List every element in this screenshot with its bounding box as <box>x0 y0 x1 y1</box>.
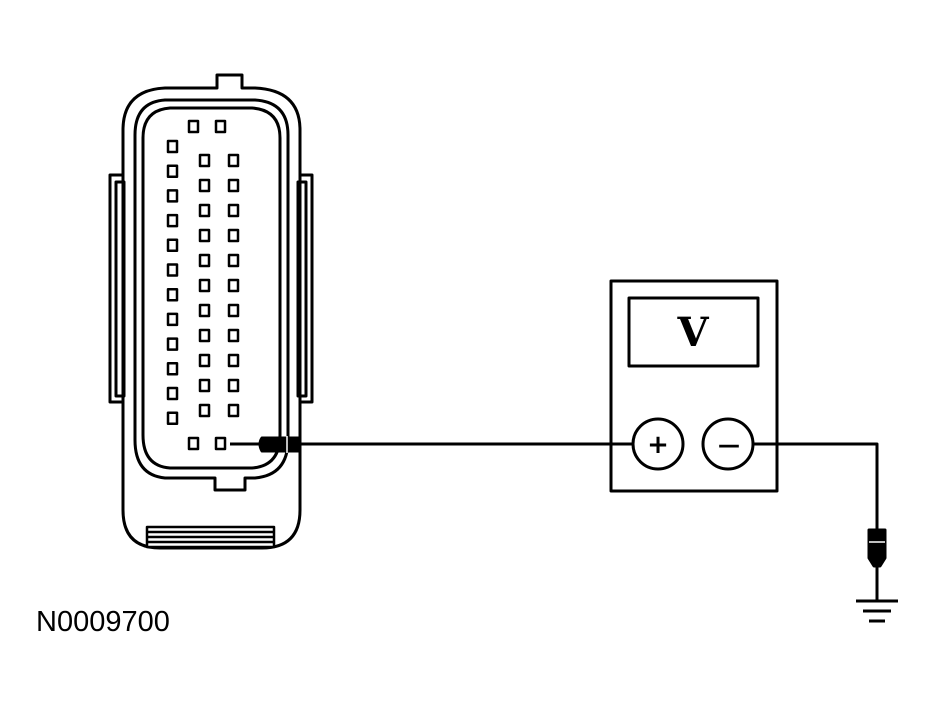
pin-cavity <box>227 378 240 393</box>
meter-body <box>609 279 779 493</box>
ground-probe-icon <box>867 528 887 601</box>
pin-cavity <box>166 411 179 425</box>
pin-cavity <box>227 178 240 193</box>
pin-cavity <box>198 328 211 343</box>
pin-cavity <box>227 203 240 218</box>
pin-cavity <box>198 303 211 318</box>
pin-cavity <box>166 238 179 253</box>
pin-cavity <box>166 263 179 277</box>
connector-right-latch <box>300 173 314 404</box>
figure-id-label: N0009700 <box>36 606 170 638</box>
connector-pin-face <box>141 106 282 470</box>
pin-cavity <box>227 253 240 268</box>
pin-cavity <box>214 436 227 451</box>
pin-cavity <box>198 153 211 168</box>
connector-grip-ribs <box>145 525 276 549</box>
pin-cavity <box>166 164 179 178</box>
voltmeter-icon: V + — <box>609 279 779 493</box>
negative-terminal-label: — <box>718 433 740 458</box>
pin-cavity <box>198 353 211 368</box>
pin-cavity <box>166 337 179 351</box>
pin-cavity <box>198 228 211 243</box>
pin-cavity <box>187 119 200 134</box>
pin-cavity <box>166 312 179 327</box>
pin-cavity <box>166 362 179 376</box>
positive-terminal-label: + <box>647 430 669 460</box>
meter-display <box>627 296 760 368</box>
pin-cavity <box>198 403 211 418</box>
pin-cavity <box>198 203 211 218</box>
connector-left-latch <box>108 173 123 404</box>
pin-cavity <box>227 228 240 243</box>
pin-cavity <box>214 119 227 134</box>
pin-cavity <box>227 328 240 343</box>
connector-inner-wall <box>133 98 290 492</box>
pin-cavity <box>227 278 240 293</box>
electrical-connector-icon <box>108 73 314 550</box>
pin-cavity <box>166 139 179 154</box>
ground-symbol-icon <box>856 599 898 623</box>
pin-cavity <box>166 287 179 302</box>
test-probe-icon <box>230 436 302 453</box>
negative-lead-wire <box>753 442 879 530</box>
pin-cavity <box>227 303 240 318</box>
pin-cavity <box>227 353 240 368</box>
pin-cavity <box>198 378 211 393</box>
meter-display-symbol: V <box>676 309 709 356</box>
pin-cavity <box>166 386 179 401</box>
pin-cavity <box>198 278 211 293</box>
pin-cavity <box>227 403 240 418</box>
positive-terminal <box>631 417 685 471</box>
pin-cavity <box>166 213 179 228</box>
pin-cavity <box>198 253 211 268</box>
pin-cavity <box>227 153 240 168</box>
pin-cavity <box>187 436 200 451</box>
connector-pin-cavities <box>166 119 240 451</box>
pin-cavity <box>198 178 211 193</box>
pin-cavity <box>166 189 179 203</box>
